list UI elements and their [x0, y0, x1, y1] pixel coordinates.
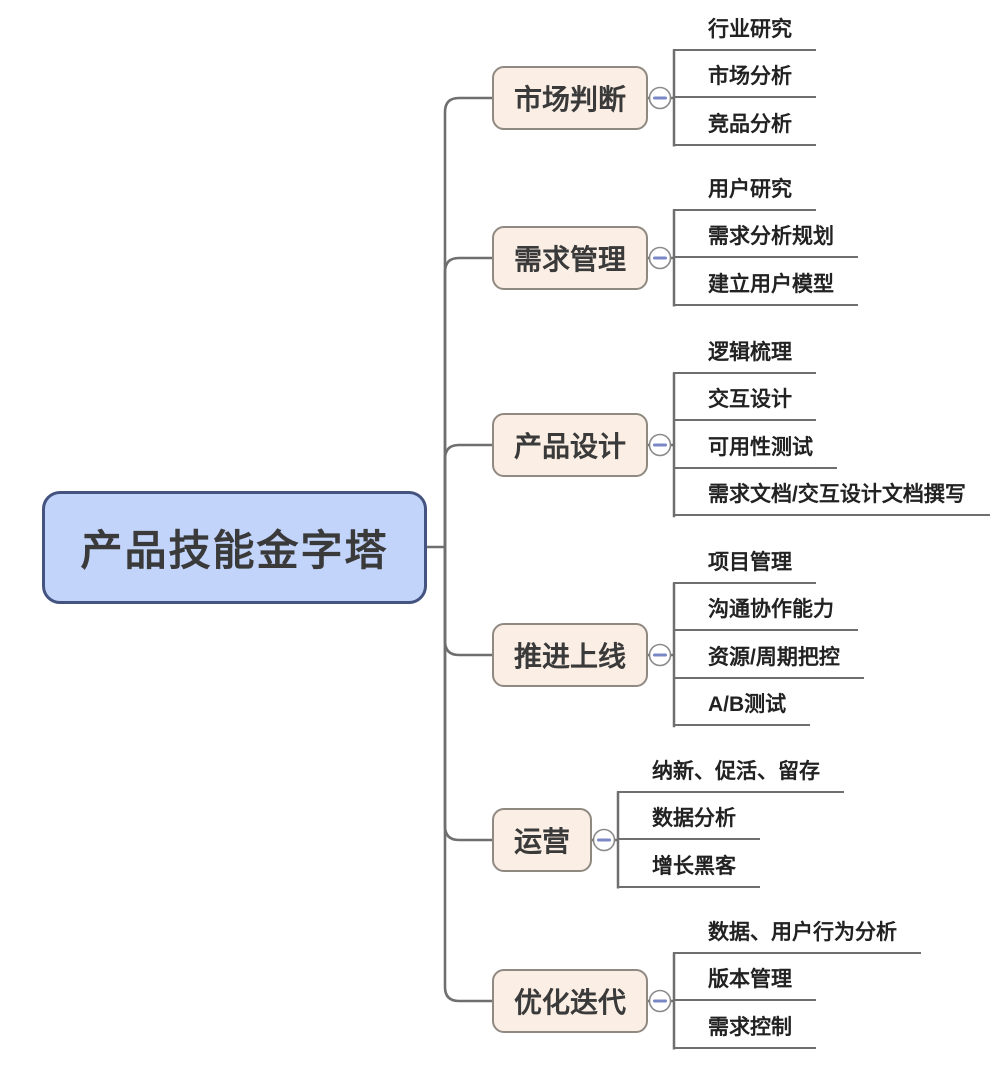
- leaf-node[interactable]: 需求控制: [673, 1016, 816, 1049]
- leaf-node[interactable]: 用户研究: [673, 178, 816, 211]
- leaf-node[interactable]: 逻辑梳理: [673, 341, 816, 374]
- leaf-node[interactable]: 行业研究: [673, 18, 816, 51]
- branch-connector: [443, 547, 492, 842]
- leaf-node[interactable]: 交互设计: [673, 388, 816, 422]
- branch-connector: [443, 547, 492, 1003]
- root-node[interactable]: 产品技能金字塔: [42, 491, 427, 604]
- branch-node-6[interactable]: 优化迭代: [492, 969, 649, 1033]
- leaf-node[interactable]: A/B测试: [673, 693, 811, 727]
- branch-node-3[interactable]: 产品设计: [492, 413, 649, 477]
- leaf-node[interactable]: 需求文档/交互设计文档撰写: [673, 483, 990, 517]
- leaf-node[interactable]: 需求分析规划: [673, 225, 858, 258]
- branch-node-2[interactable]: 需求管理: [492, 226, 649, 290]
- branch-connector: [443, 547, 492, 657]
- leaf-node[interactable]: 建立用户模型: [673, 273, 858, 306]
- leaf-node[interactable]: 资源/周期把控: [673, 646, 864, 679]
- branch-connector: [443, 96, 492, 547]
- branch-connector: [443, 256, 492, 547]
- branch-node-4[interactable]: 推进上线: [492, 623, 649, 687]
- leaf-node[interactable]: 数据分析: [617, 807, 760, 840]
- leaf-node[interactable]: 项目管理: [673, 551, 816, 584]
- leaf-node[interactable]: 纳新、促活、留存: [617, 760, 844, 793]
- leaf-node[interactable]: 可用性测试: [673, 436, 837, 469]
- branch-node-1[interactable]: 市场判断: [492, 66, 649, 130]
- leaf-node[interactable]: 版本管理: [673, 968, 816, 1001]
- leaf-node[interactable]: 沟通协作能力: [673, 598, 858, 632]
- leaf-node[interactable]: 数据、用户行为分析: [673, 921, 921, 954]
- leaf-node[interactable]: 市场分析: [673, 65, 816, 98]
- branch-node-5[interactable]: 运营: [492, 808, 593, 872]
- leaf-node[interactable]: 增长黑客: [617, 855, 760, 888]
- leaf-node[interactable]: 竞品分析: [673, 113, 816, 146]
- branch-connector: [443, 443, 492, 547]
